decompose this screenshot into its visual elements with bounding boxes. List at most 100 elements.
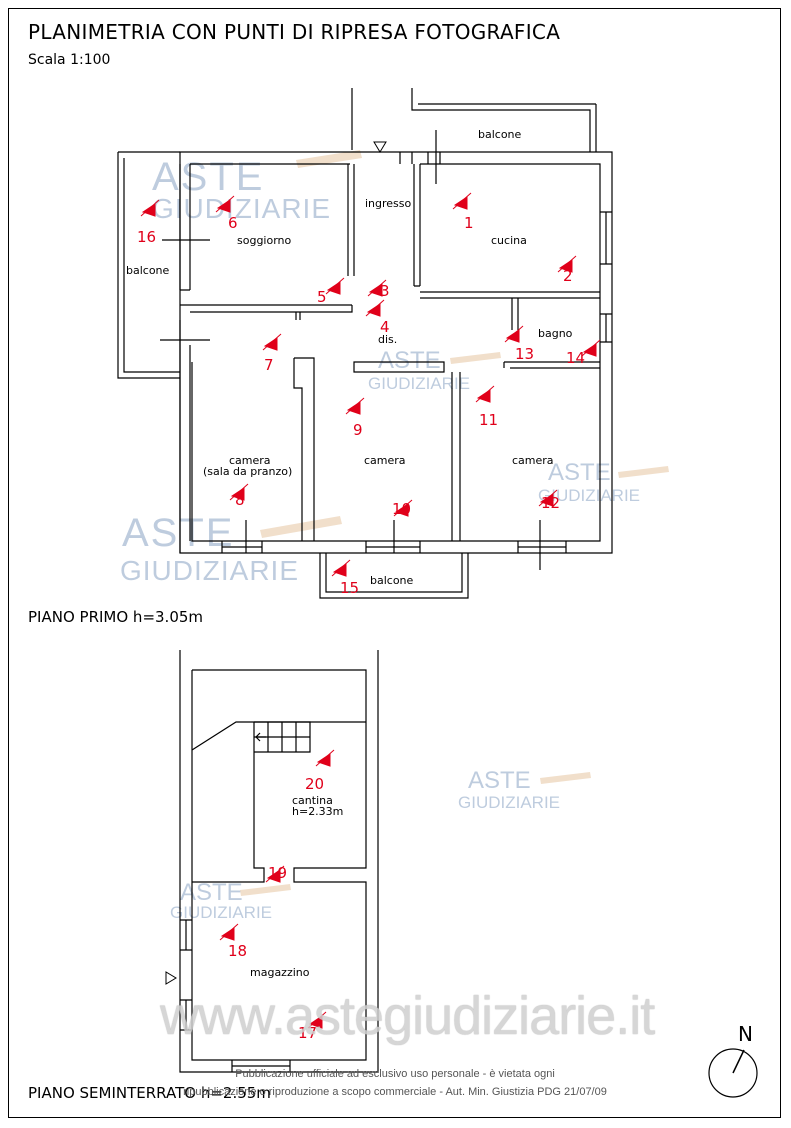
first-floor-walls: [117, 88, 613, 599]
photo-point-18: 18: [219, 923, 247, 960]
photo-point-number: 10: [392, 500, 411, 518]
photo-point-number: 11: [479, 411, 498, 429]
camera-viewpoint-icon: [230, 487, 245, 501]
svg-text:ASTE: ASTE: [548, 459, 611, 486]
entrance-arrow-icon: [373, 141, 387, 153]
room-cantina: cantina: [292, 794, 333, 807]
photo-point-3: 3: [367, 279, 390, 300]
drawing-title: PLANIMETRIA CON PUNTI DI RIPRESA FOTOGRA…: [28, 20, 561, 44]
room-ingresso: ingresso: [365, 197, 412, 210]
watermark-notice-2: ripubblicazione o riproduzione a scopo c…: [183, 1086, 607, 1098]
svg-text:ASTE: ASTE: [378, 347, 441, 374]
camera-viewpoint-icon: [266, 869, 281, 883]
room-camera-right: camera: [512, 454, 554, 467]
photo-point-15: 15: [331, 559, 359, 597]
photo-point-number: 17: [298, 1024, 317, 1042]
basement-walls: [179, 650, 379, 1073]
watermark-site: www.astegiudiziarie.it: [160, 986, 655, 1046]
room-soggiorno: soggiorno: [237, 234, 292, 247]
photo-point-7: 7: [262, 333, 282, 374]
svg-text:GIUDIZIARIE: GIUDIZIARIE: [120, 555, 299, 586]
photo-point-number: 2: [563, 267, 573, 285]
photo-point-1: 1: [452, 192, 474, 232]
watermark-logo-2: ASTE GIUDIZIARIE: [368, 347, 501, 393]
camera-viewpoint-icon: [476, 389, 491, 403]
camera-viewpoint-icon: [394, 503, 409, 517]
basement-entrance-icon: [165, 971, 177, 985]
watermark-logo-5: ASTE GIUDIZIARIE: [458, 767, 591, 812]
photo-point-number: 3: [380, 282, 390, 300]
room-balcone-bottom: balcone: [370, 574, 414, 587]
room-balcone-left: balcone: [126, 264, 170, 277]
photo-point-number: 20: [305, 775, 324, 793]
room-bagno: bagno: [538, 327, 573, 340]
camera-viewpoint-icon: [505, 329, 520, 343]
camera-viewpoint-icon: [346, 401, 361, 415]
photo-point-4: 4: [365, 299, 390, 336]
camera-viewpoint-icon: [216, 199, 231, 213]
camera-viewpoint-icon: [141, 203, 156, 217]
photo-point-13: 13: [504, 325, 534, 363]
svg-text:GIUDIZIARIE: GIUDIZIARIE: [152, 193, 331, 224]
photo-point-16: 16: [137, 199, 160, 246]
room-cucina: cucina: [491, 234, 527, 247]
room-magazzino: magazzino: [250, 966, 310, 979]
camera-viewpoint-icon: [539, 493, 554, 507]
photo-point-14: 14: [566, 339, 601, 367]
photo-point-number: 16: [137, 228, 156, 246]
camera-viewpoint-icon: [263, 337, 278, 351]
camera-viewpoint-icon: [332, 563, 347, 577]
photo-point-20: 20: [305, 749, 335, 793]
drawing-scale: Scala 1:100: [28, 52, 111, 68]
watermark-logo-1: ASTE GIUDIZIARIE: [152, 150, 362, 224]
svg-text:ASTE: ASTE: [152, 155, 264, 199]
north-arrow-icon: [708, 1048, 758, 1098]
photo-point-number: 7: [264, 356, 274, 374]
photo-point-9: 9: [345, 397, 365, 439]
photo-point-number: 15: [340, 579, 359, 597]
photo-point-number: 13: [515, 345, 534, 363]
camera-viewpoint-icon: [368, 283, 383, 297]
photo-point-number: 6: [228, 214, 238, 232]
photo-point-number: 9: [353, 421, 363, 439]
photo-point-12: 12: [538, 489, 560, 512]
photo-point-5: 5: [317, 277, 345, 306]
camera-viewpoint-icon: [316, 753, 331, 767]
photo-point-number: 4: [380, 318, 390, 336]
svg-text:ASTE: ASTE: [180, 879, 243, 906]
room-dis: dis.: [378, 333, 397, 346]
photo-point-number: 8: [235, 491, 245, 509]
svg-text:GIUDIZIARIE: GIUDIZIARIE: [368, 374, 470, 393]
room-camera-mid: camera: [364, 454, 406, 467]
svg-text:ASTE: ASTE: [122, 511, 234, 555]
watermark-notice-1: Pubblicazione ufficiale ad esclusivo uso…: [235, 1068, 555, 1080]
photo-point-number: 12: [541, 494, 560, 512]
watermark-logo-4: ASTE GIUDIZIARIE: [120, 511, 342, 586]
photo-point-2: 2: [557, 255, 577, 285]
photo-point-number: 19: [268, 864, 287, 882]
svg-text:GIUDIZIARIE: GIUDIZIARIE: [458, 793, 560, 812]
camera-viewpoint-icon: [220, 927, 235, 941]
photo-point-number: 5: [317, 288, 327, 306]
photo-point-11: 11: [475, 385, 498, 429]
photo-point-8: 8: [229, 483, 249, 509]
floor-label-basement: PIANO SEMINTERRATO h=2.55m: [28, 1084, 271, 1102]
north-label: N: [738, 1022, 753, 1046]
photo-point-10: 10: [392, 499, 413, 518]
watermark-logo-6: ASTE GIUDIZIARIE: [170, 879, 291, 922]
svg-text:GIUDIZIARIE: GIUDIZIARIE: [170, 903, 272, 922]
room-camera-left: camera: [229, 454, 271, 467]
camera-viewpoint-icon: [582, 343, 597, 357]
room-cantina-height: h=2.33m: [292, 805, 343, 818]
photo-point-number: 14: [566, 349, 585, 367]
svg-text:ASTE: ASTE: [468, 767, 531, 794]
camera-viewpoint-icon: [366, 303, 381, 317]
camera-viewpoint-icon: [558, 259, 573, 273]
room-camera-left-sub: (sala da pranzo): [203, 465, 292, 478]
photo-point-number: 1: [464, 214, 474, 232]
floor-label-first: PIANO PRIMO h=3.05m: [28, 608, 204, 626]
camera-viewpoint-icon: [453, 196, 468, 210]
svg-text:GIUDIZIARIE: GIUDIZIARIE: [538, 486, 640, 505]
